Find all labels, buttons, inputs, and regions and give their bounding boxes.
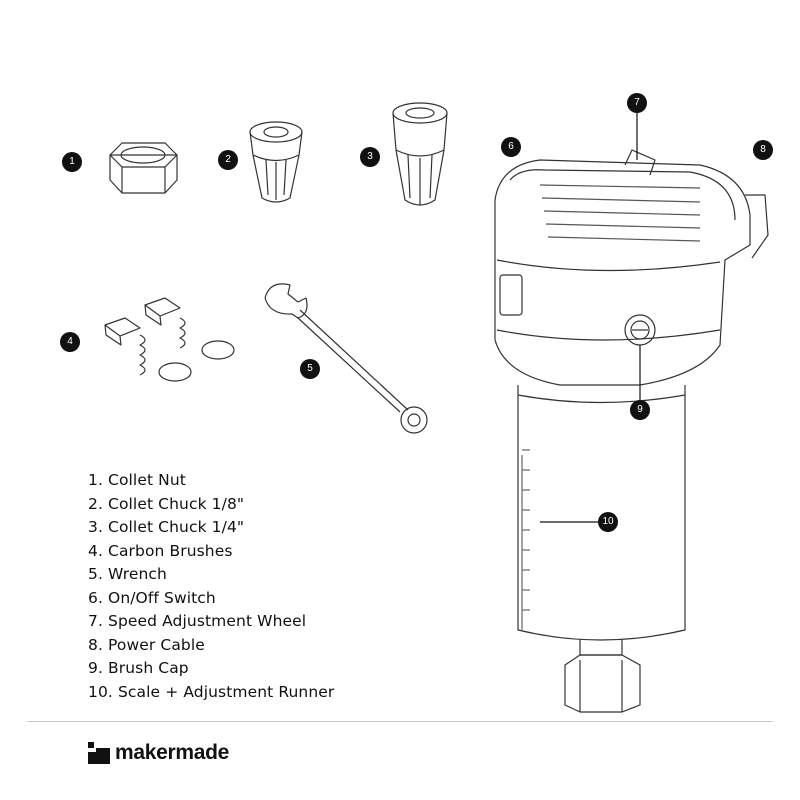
callout-marker-6: 6 [501, 137, 521, 157]
brand-logo: makermade [88, 741, 229, 765]
parts-legend: 1. Collet Nut 2. Collet Chuck 1/8" 3. Co… [88, 469, 334, 704]
collet-chuck-small-drawing [249, 121, 303, 203]
carbon-brushes-drawing [104, 297, 235, 382]
brand-name: makermade [115, 741, 230, 764]
legend-item: 3. Collet Chuck 1/4" [88, 518, 245, 536]
callout-marker-2: 2 [218, 150, 238, 170]
callout-marker-5: 5 [300, 359, 320, 379]
brand-logo-icon [88, 742, 110, 764]
callout-marker-10: 10 [598, 512, 618, 532]
router-drawing [494, 113, 769, 713]
callout-marker-7: 7 [627, 93, 647, 113]
callout-marker-1: 1 [62, 152, 82, 172]
callout-marker-9: 9 [630, 400, 650, 420]
wrench-drawing [264, 283, 428, 434]
divider [27, 721, 773, 722]
legend-item: 7. Speed Adjustment Wheel [88, 612, 307, 630]
callout-marker-4: 4 [60, 332, 80, 352]
legend-item: 10. Scale + Adjustment Runner [88, 682, 335, 701]
legend-item: 5. Wrench [88, 565, 167, 583]
collet-chuck-large-drawing [392, 102, 448, 206]
legend-item: 8. Power Cable [88, 635, 205, 654]
callout-marker-3: 3 [360, 147, 380, 167]
collet-nut-drawing [109, 142, 178, 194]
legend-item: 6. On/Off Switch [88, 588, 216, 607]
legend-item: 1. Collet Nut [88, 471, 186, 489]
callout-marker-8: 8 [753, 140, 773, 160]
legend-item: 2. Collet Chuck 1/8" [88, 494, 245, 513]
legend-item: 4. Carbon Brushes [88, 541, 233, 560]
legend-item: 9. Brush Cap [88, 659, 189, 677]
